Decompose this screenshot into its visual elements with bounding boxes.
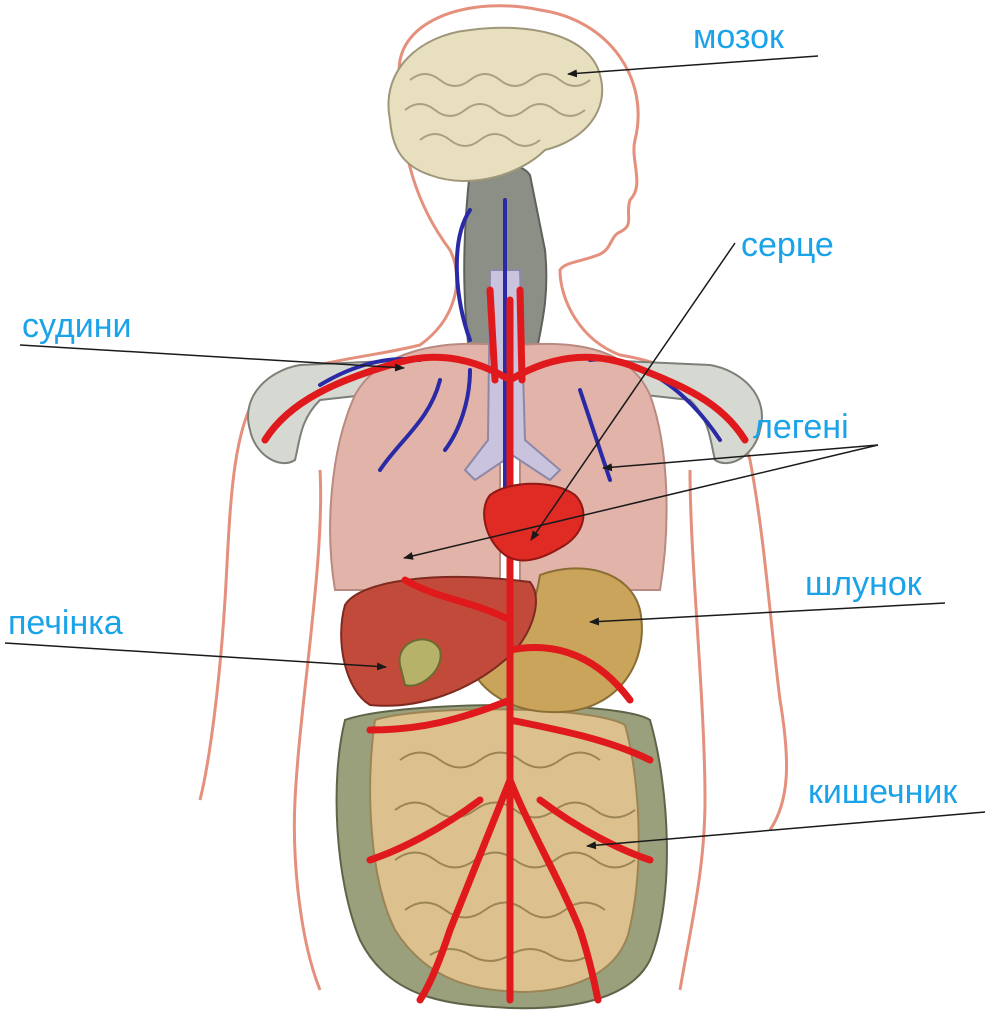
- stomach-leader: [590, 603, 945, 622]
- label-liver: печінка: [8, 606, 123, 640]
- label-lungs: легені: [753, 410, 849, 444]
- label-brain: мозок: [693, 20, 784, 54]
- vessels-leader: [20, 345, 404, 368]
- label-vessels: судини: [22, 309, 131, 343]
- label-intestine: кишечник: [808, 775, 957, 809]
- label-heart: серце: [741, 228, 834, 262]
- brain-leader: [568, 56, 818, 74]
- small-intestine: [370, 709, 639, 992]
- liver-leader: [5, 643, 386, 667]
- label-stomach: шлунок: [805, 567, 922, 601]
